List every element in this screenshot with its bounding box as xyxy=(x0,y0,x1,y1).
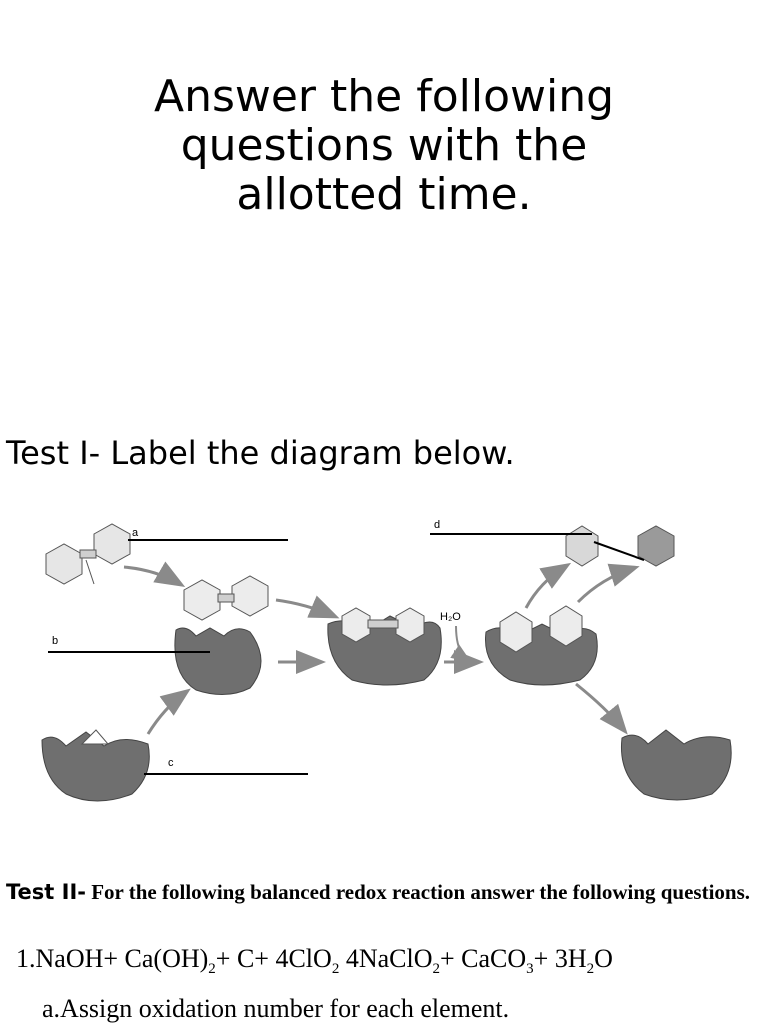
label-d: d xyxy=(434,519,440,531)
water-label: H₂O xyxy=(440,611,461,623)
eq-sub-5: 2 xyxy=(586,961,595,978)
arrow-8 xyxy=(575,682,628,735)
substrate-molecule-middle xyxy=(183,575,269,621)
eq-part-4: + CaCO xyxy=(439,944,527,973)
enzyme-diagram: a b c H₂O xyxy=(36,512,736,812)
task-a: a.Assign oxidation number for each eleme… xyxy=(42,994,510,1023)
title-line-2: questions with the xyxy=(180,120,588,171)
redox-equation: 1.NaOH+ Ca(OH)2+ C+ 4ClO2 4NaClO2+ CaCO3… xyxy=(16,944,613,978)
arrow-1 xyxy=(123,561,186,588)
arrow-6 xyxy=(524,562,572,609)
eq-sub-2: 2 xyxy=(331,961,340,978)
enzyme-substrate-complex xyxy=(327,607,442,686)
test2-lead: Test II- xyxy=(6,880,86,904)
enzyme-diagram-svg: a b c H₂O xyxy=(41,519,732,802)
label-a: a xyxy=(132,527,139,539)
page-title: Answer the following questions with the … xyxy=(0,72,768,219)
eq-sub-1: 2 xyxy=(208,961,216,978)
eq-sub-4: 3 xyxy=(526,961,534,978)
eq-number: 1. xyxy=(16,944,36,973)
arrow-4 xyxy=(146,688,191,735)
enzyme-regenerated xyxy=(620,729,732,801)
eq-part-6: O xyxy=(594,944,613,973)
arrow-7 xyxy=(576,563,640,604)
label-b: b xyxy=(52,635,58,647)
active-site-outline xyxy=(80,729,110,745)
enzyme-1 xyxy=(174,627,262,695)
title-line-3: allotted time. xyxy=(236,169,532,220)
label-c: c xyxy=(168,757,174,769)
eq-part-1: NaOH+ Ca(OH) xyxy=(35,944,209,973)
product-molecules xyxy=(565,525,675,567)
substrate-molecule-left xyxy=(45,523,131,585)
enzyme-free xyxy=(41,731,150,802)
enzyme-product-complex xyxy=(485,605,598,686)
eq-part-2: + C+ 4ClO xyxy=(215,944,332,973)
arrow-3 xyxy=(275,595,340,619)
eq-part-5: + 3H xyxy=(533,944,587,973)
eq-sub-3: 2 xyxy=(432,961,440,978)
water-arrow xyxy=(450,625,472,663)
test2-instructions: Test II- For the following balanced redo… xyxy=(6,880,766,905)
test2-instruction: For the following balanced redox reactio… xyxy=(91,880,751,904)
eq-part-3: 4NaClO xyxy=(345,944,433,973)
title-line-1: Answer the following xyxy=(153,71,615,122)
test1-heading: Test I- Label the diagram below. xyxy=(6,434,515,472)
